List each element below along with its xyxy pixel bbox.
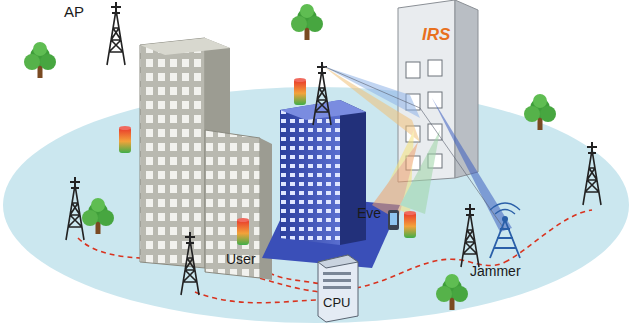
office-building: [140, 38, 272, 280]
jammer-tower: [490, 203, 520, 258]
jammer-label: Jammer: [470, 264, 521, 279]
irs-label: IRS: [422, 26, 450, 45]
ground-area: [3, 87, 629, 323]
eavesdropper-phone: [388, 210, 399, 230]
ap-label: AP: [64, 4, 84, 21]
user-label: User: [226, 252, 256, 267]
cpu-server: [318, 255, 358, 322]
cpu-label: CPU: [323, 296, 350, 310]
signal-beam: [323, 66, 512, 232]
eve-label: Eve: [357, 206, 381, 221]
blue-building: [262, 100, 400, 268]
